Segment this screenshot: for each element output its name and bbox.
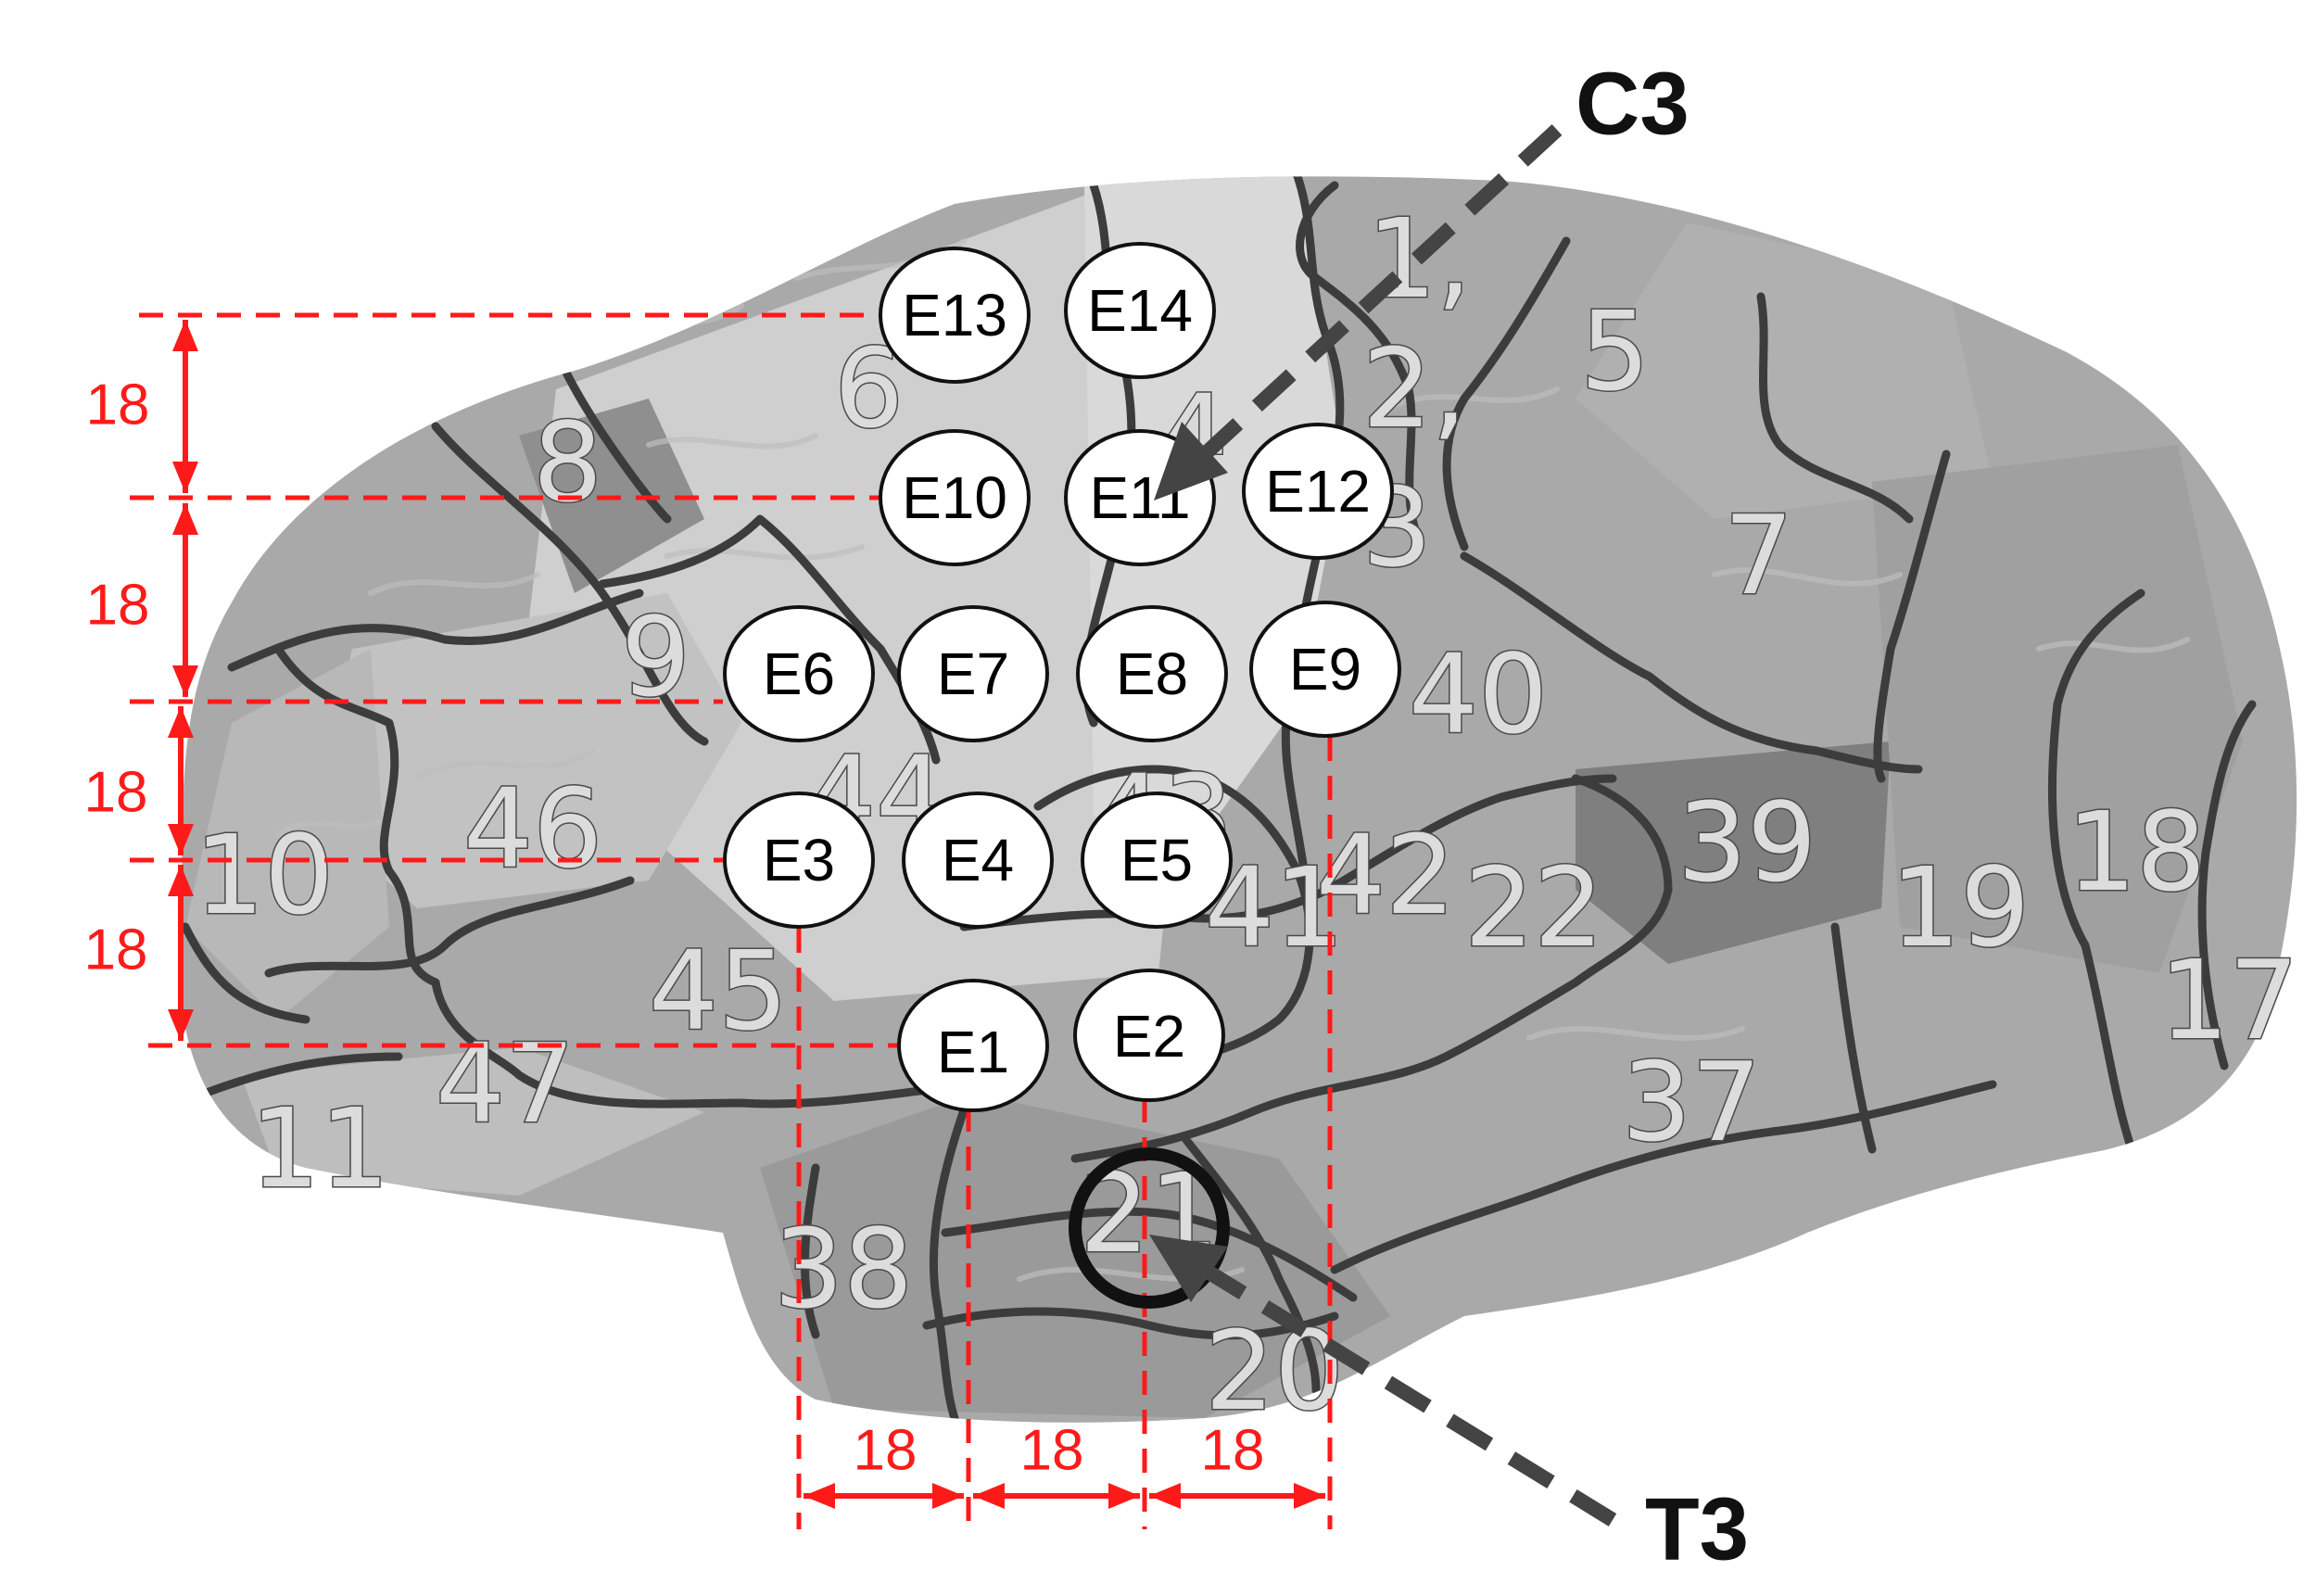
electrode-array: E1 E2 E3 E4 E5 E6 E7 E8 E9 E10 E11 E12 E… (723, 242, 1401, 1112)
electrode-label: E6 (763, 640, 835, 707)
electrode-label: E8 (1116, 640, 1188, 707)
vertical-spacing-label: 18 (84, 918, 148, 982)
vertical-spacing-label: 18 (86, 574, 150, 638)
area-label: 46 (463, 765, 602, 893)
t3-target-circle (1069, 1147, 1230, 1309)
region-dlpfc-light (315, 593, 741, 908)
electrode-label: E9 (1289, 636, 1361, 703)
t3-pointer: T3 (1149, 1235, 1749, 1579)
electrode-label: E12 (1265, 458, 1371, 525)
area-label: 45 (649, 927, 788, 1055)
area-label: 11 (250, 1084, 389, 1212)
electrode-e2[interactable]: E2 (1073, 969, 1225, 1102)
horizontal-spacing-dimensions: 18 18 18 (804, 1419, 1325, 1509)
area-label: 37 (1622, 1038, 1761, 1166)
horizontal-spacing-label: 18 (1020, 1419, 1084, 1483)
area-label: 20 (1205, 1307, 1344, 1435)
electrode-label: E10 (902, 464, 1007, 531)
electrode-e5[interactable]: E5 (1081, 792, 1233, 929)
electrode-label: E3 (763, 827, 835, 893)
area-label: 2, (1362, 324, 1467, 452)
area-label: 39 (1677, 779, 1816, 906)
area-label: 1, (1367, 195, 1472, 323)
t3-arrowhead (1149, 1235, 1228, 1302)
area-label: 8 (533, 399, 602, 526)
area-label: 47 (436, 1020, 575, 1147)
electrode-grid-guides (130, 312, 1333, 1529)
vertical-spacing-label: 18 (86, 374, 150, 437)
area-label: 22 (1464, 843, 1603, 971)
electrode-e9[interactable]: E9 (1249, 601, 1401, 738)
electrode-e4[interactable]: E4 (902, 792, 1054, 929)
electrode-e7[interactable]: E7 (897, 605, 1049, 742)
electrode-e6[interactable]: E6 (723, 605, 875, 742)
electrode-label: E13 (902, 282, 1007, 348)
area-label: 40 (1409, 630, 1548, 758)
region-orbital (241, 1047, 704, 1196)
electrode-e12[interactable]: E12 (1242, 423, 1394, 560)
region-parietal-superior (1576, 222, 1993, 519)
c3-arrowhead (1154, 422, 1228, 500)
electrode-e14[interactable]: E14 (1064, 242, 1216, 379)
area-label: 42 (1316, 811, 1455, 939)
electrode-label: E14 (1087, 277, 1193, 344)
area-label: 5 (1580, 287, 1650, 415)
region-angular-dark (1576, 741, 1891, 964)
electrode-e1[interactable]: E1 (897, 979, 1049, 1112)
electrode-label: E1 (937, 1019, 1009, 1085)
electrode-label: E5 (1120, 827, 1193, 893)
electrode-e13[interactable]: E13 (879, 247, 1031, 384)
vertical-spacing-label: 18 (84, 761, 148, 825)
vertical-spacing-dimensions: 18 18 18 18 (84, 320, 198, 1041)
electrode-label: E2 (1113, 1003, 1185, 1070)
area-label: 10 (195, 811, 334, 939)
electrode-label: E7 (937, 640, 1009, 707)
electrode-label: E4 (942, 827, 1014, 893)
area-label: 19 (1891, 843, 2030, 971)
electrode-e8[interactable]: E8 (1076, 605, 1228, 742)
t3-label: T3 (1645, 1480, 1749, 1579)
area-label: 38 (774, 1205, 913, 1333)
electrode-e10[interactable]: E10 (879, 429, 1031, 566)
c3-pointer: C3 (1154, 55, 1690, 500)
horizontal-spacing-label: 18 (1201, 1419, 1265, 1483)
region-frontopolar (185, 649, 389, 1020)
area-label: 17 (2159, 936, 2298, 1064)
brain-lateral-view: 1, 2, 3 4 5 6 7 8 9 10 11 17 18 19 20 21… (179, 176, 2300, 1437)
area-label: 7 (1724, 491, 1793, 619)
horizontal-spacing-label: 18 (854, 1419, 918, 1483)
area-label: 18 (2067, 788, 2206, 916)
c3-label: C3 (1576, 55, 1690, 154)
electrode-e3[interactable]: E3 (723, 792, 875, 929)
